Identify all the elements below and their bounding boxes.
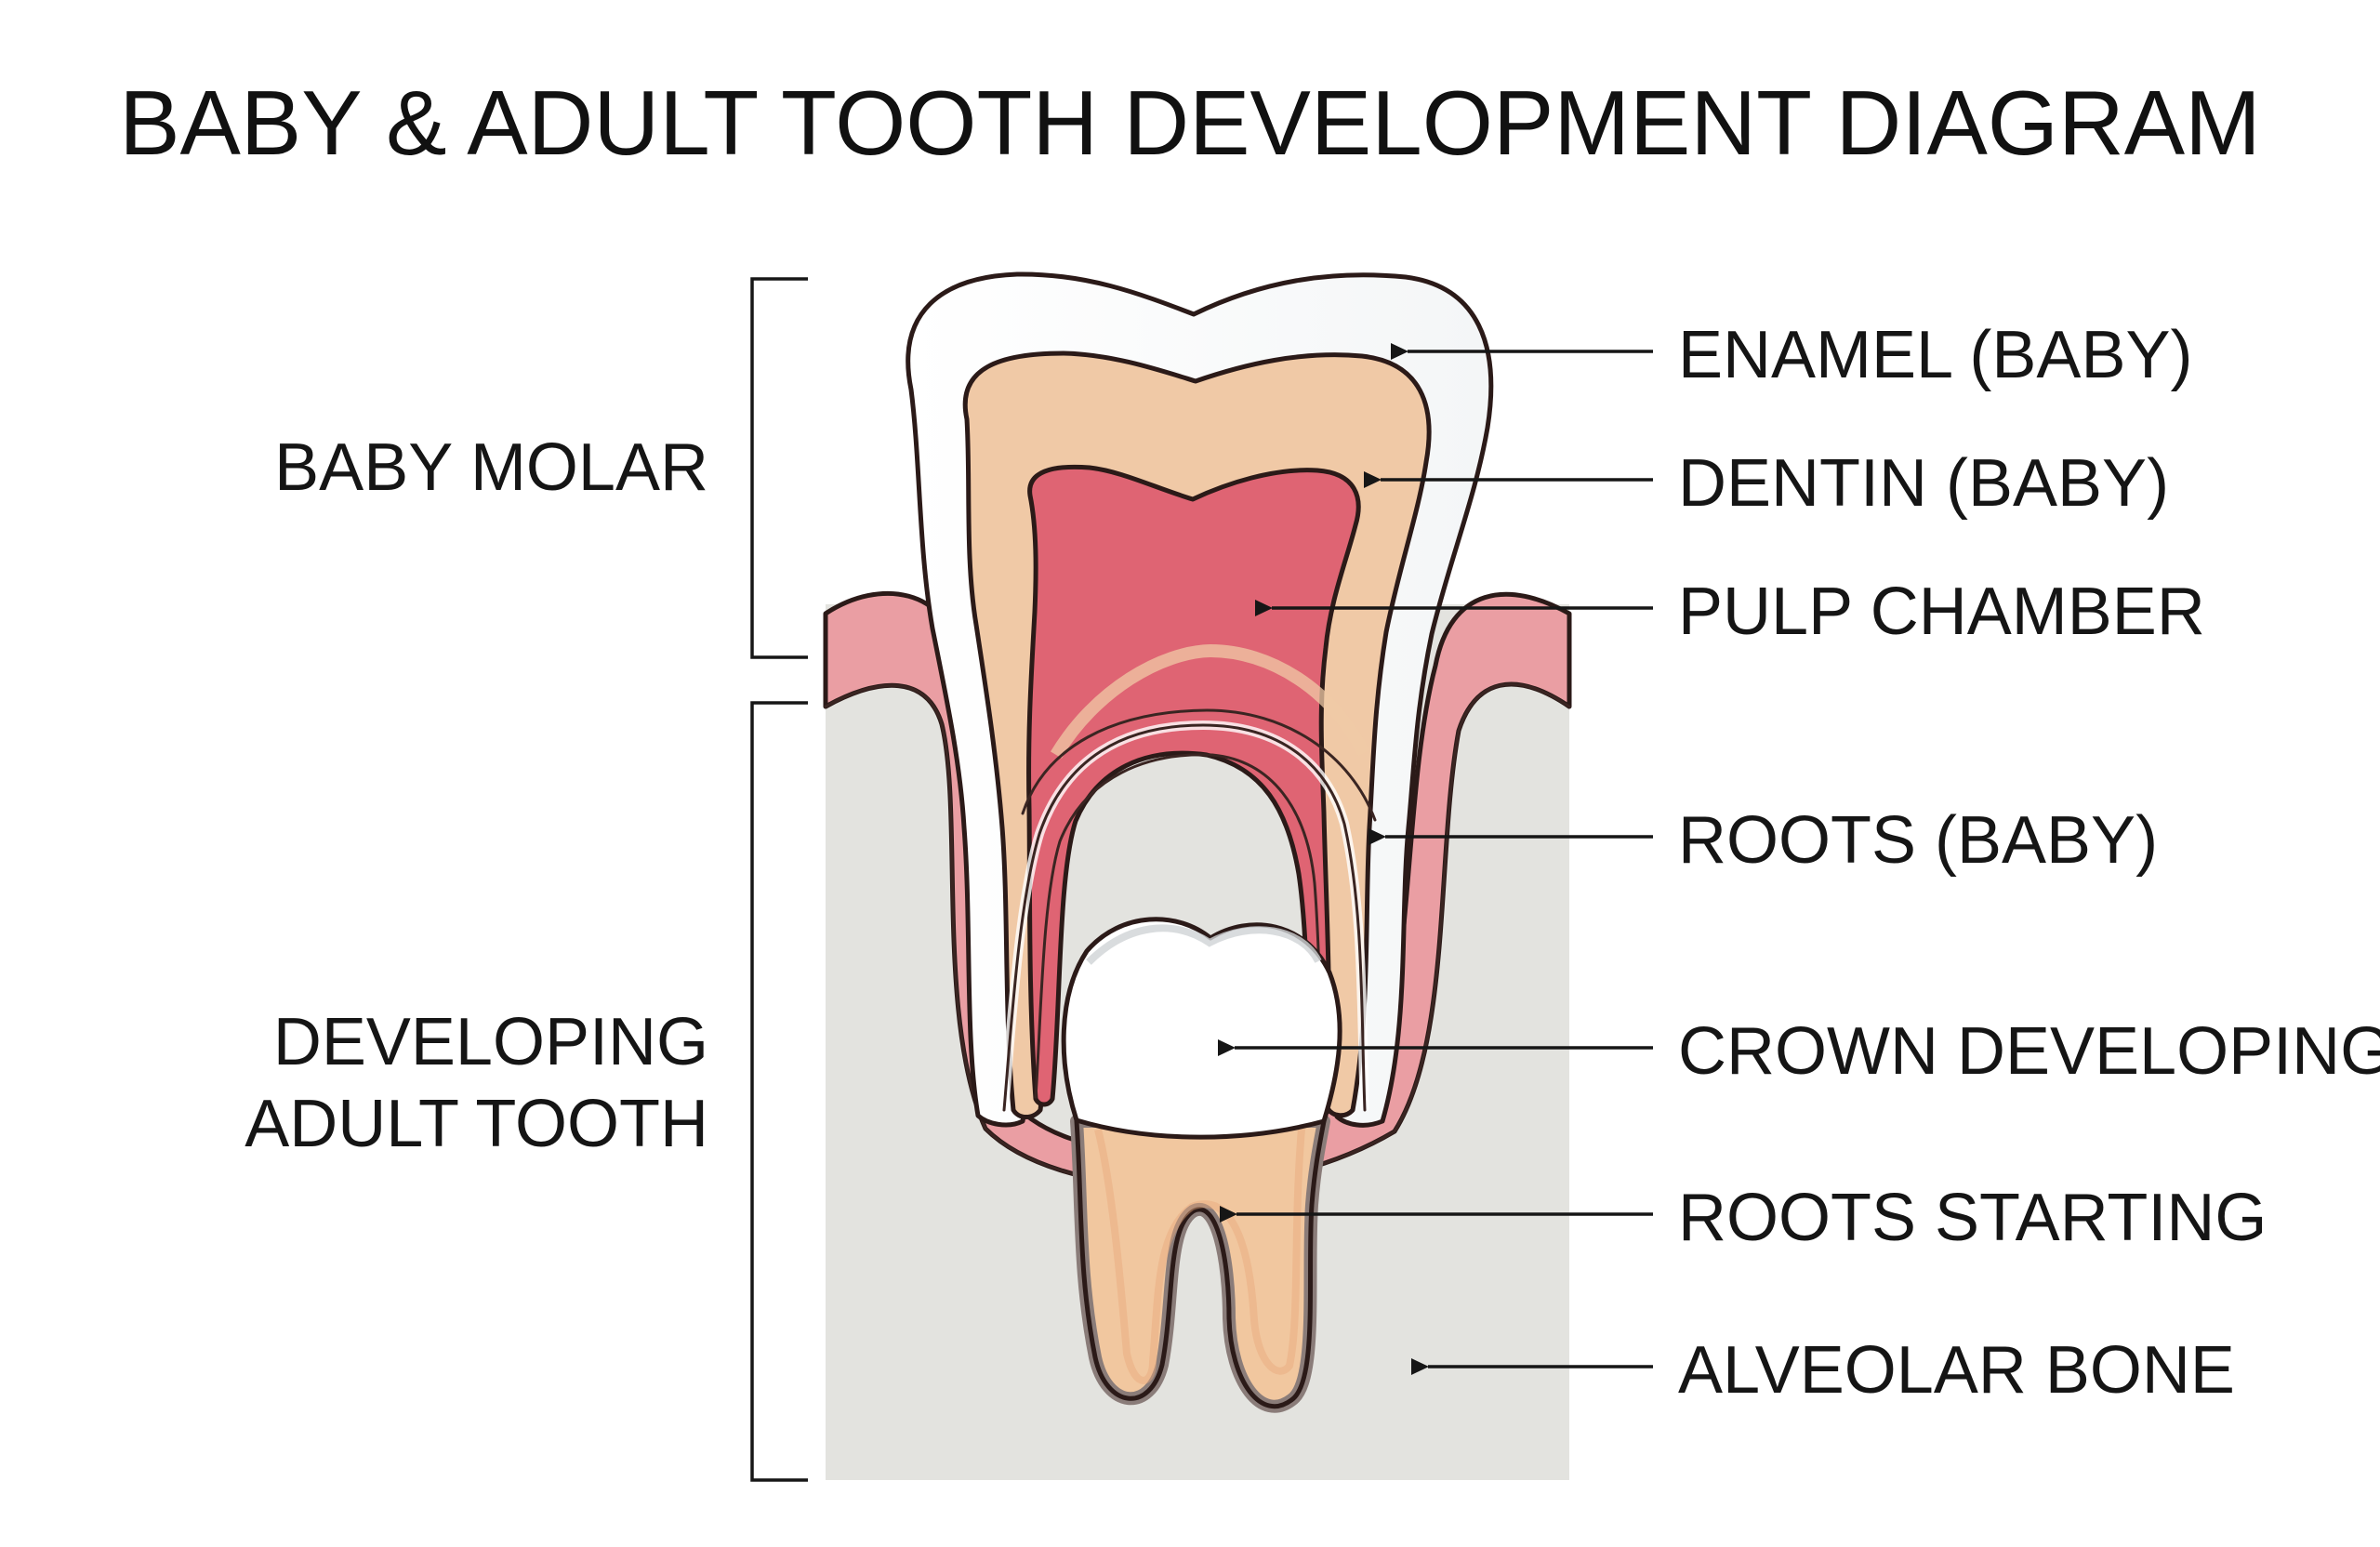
label-enamel-baby: ENAMEL (BABY): [1678, 318, 2192, 392]
label-crown-developing: CROWN DEVELOPING: [1678, 1014, 2380, 1089]
label-adult-tooth: ADULT TOOTH: [245, 1087, 708, 1161]
developing-adult-tooth: [1061, 917, 1342, 1413]
baby-molar: [906, 271, 1494, 1128]
label-developing: DEVELOPING: [273, 1005, 708, 1079]
left-bracket-baby-molar: [750, 277, 808, 659]
label-alveolar-bone: ALVEOLAR BONE: [1678, 1333, 2235, 1408]
label-roots-baby: ROOTS (BABY): [1678, 803, 2158, 878]
page-title: BABY & ADULT TOOTH DEVELOPMENT DIAGRAM: [119, 72, 2261, 174]
label-baby-molar: BABY MOLAR: [274, 430, 708, 505]
callouts: ENAMEL (BABY) DENTIN (BABY) PULP CHAMBER…: [1218, 318, 2380, 1408]
label-pulp-chamber: PULP CHAMBER: [1678, 575, 2205, 649]
label-dentin-baby: DENTIN (BABY): [1678, 446, 2169, 521]
left-bracket-developing-adult: [750, 701, 808, 1482]
label-roots-starting: ROOTS STARTING: [1678, 1181, 2267, 1255]
